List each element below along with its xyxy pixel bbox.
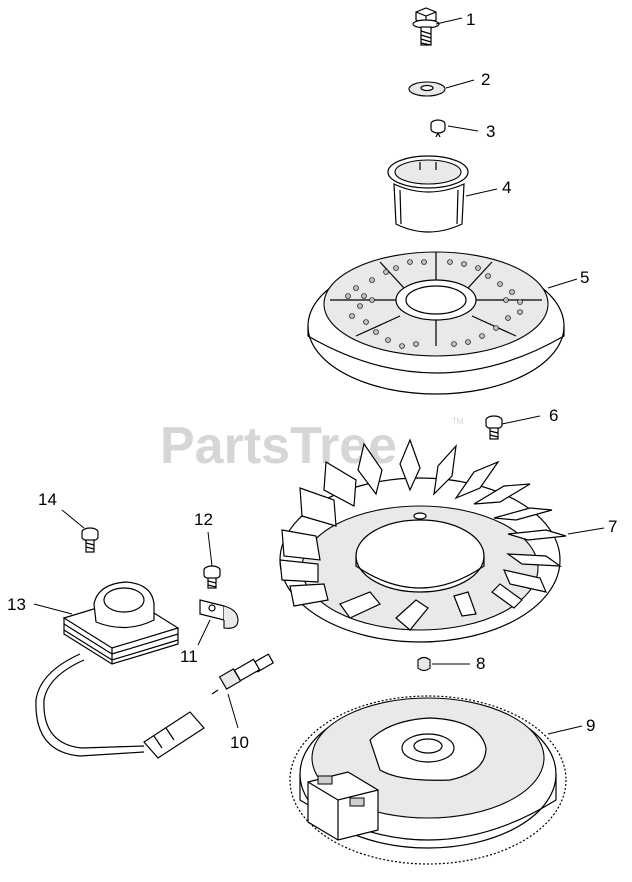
leader-lines <box>33 17 605 735</box>
leader-9 <box>547 725 583 735</box>
callout-1: 1 <box>466 10 475 29</box>
callout-8: 8 <box>476 654 485 673</box>
part-14-bolt[interactable] <box>81 527 99 553</box>
part-9-flywheel[interactable] <box>289 695 567 865</box>
leader-12 <box>207 531 213 567</box>
callout-14: 14 <box>38 490 57 509</box>
part-4-cup[interactable] <box>387 155 469 233</box>
leader-6 <box>501 415 541 425</box>
callout-4: 4 <box>502 178 511 197</box>
callout-2: 2 <box>481 70 490 89</box>
callout-12: 12 <box>194 510 213 529</box>
leader-7 <box>567 527 605 535</box>
watermark-trademark: TM <box>452 417 464 426</box>
leader-13 <box>33 603 73 615</box>
callout-6: 6 <box>549 406 558 425</box>
leader-10 <box>227 693 239 729</box>
callout-7: 7 <box>608 517 617 536</box>
part-13-ignition-coil[interactable] <box>35 581 205 759</box>
leader-11 <box>197 619 211 646</box>
leader-1 <box>435 17 463 25</box>
leader-4 <box>465 188 498 197</box>
part-3-screw[interactable] <box>430 119 446 138</box>
callout-10: 10 <box>230 733 249 752</box>
part-7-fan[interactable] <box>279 438 567 643</box>
callout-5: 5 <box>580 268 589 287</box>
part-2-washer[interactable] <box>408 81 446 97</box>
callout-numbers: 1 2 3 4 5 6 7 8 9 10 11 12 13 14 <box>7 10 617 752</box>
part-5-rotating-screen[interactable] <box>307 251 565 395</box>
callout-3: 3 <box>486 122 495 141</box>
callout-11: 11 <box>180 647 198 666</box>
part-11-clamp[interactable] <box>199 599 239 629</box>
leader-2 <box>445 79 475 89</box>
callout-13: 13 <box>7 595 26 614</box>
callout-9: 9 <box>586 716 595 735</box>
part-8-key[interactable] <box>417 656 431 672</box>
leader-5 <box>547 278 578 289</box>
part-10-spark-plug[interactable] <box>211 653 275 695</box>
leader-3 <box>447 125 479 132</box>
part-1-bolt[interactable] <box>412 7 440 46</box>
part-6-bolt[interactable] <box>485 415 503 440</box>
part-12-bolt[interactable] <box>203 565 221 589</box>
watermark-logo: PartsTree <box>160 417 397 475</box>
leader-14 <box>61 509 85 529</box>
